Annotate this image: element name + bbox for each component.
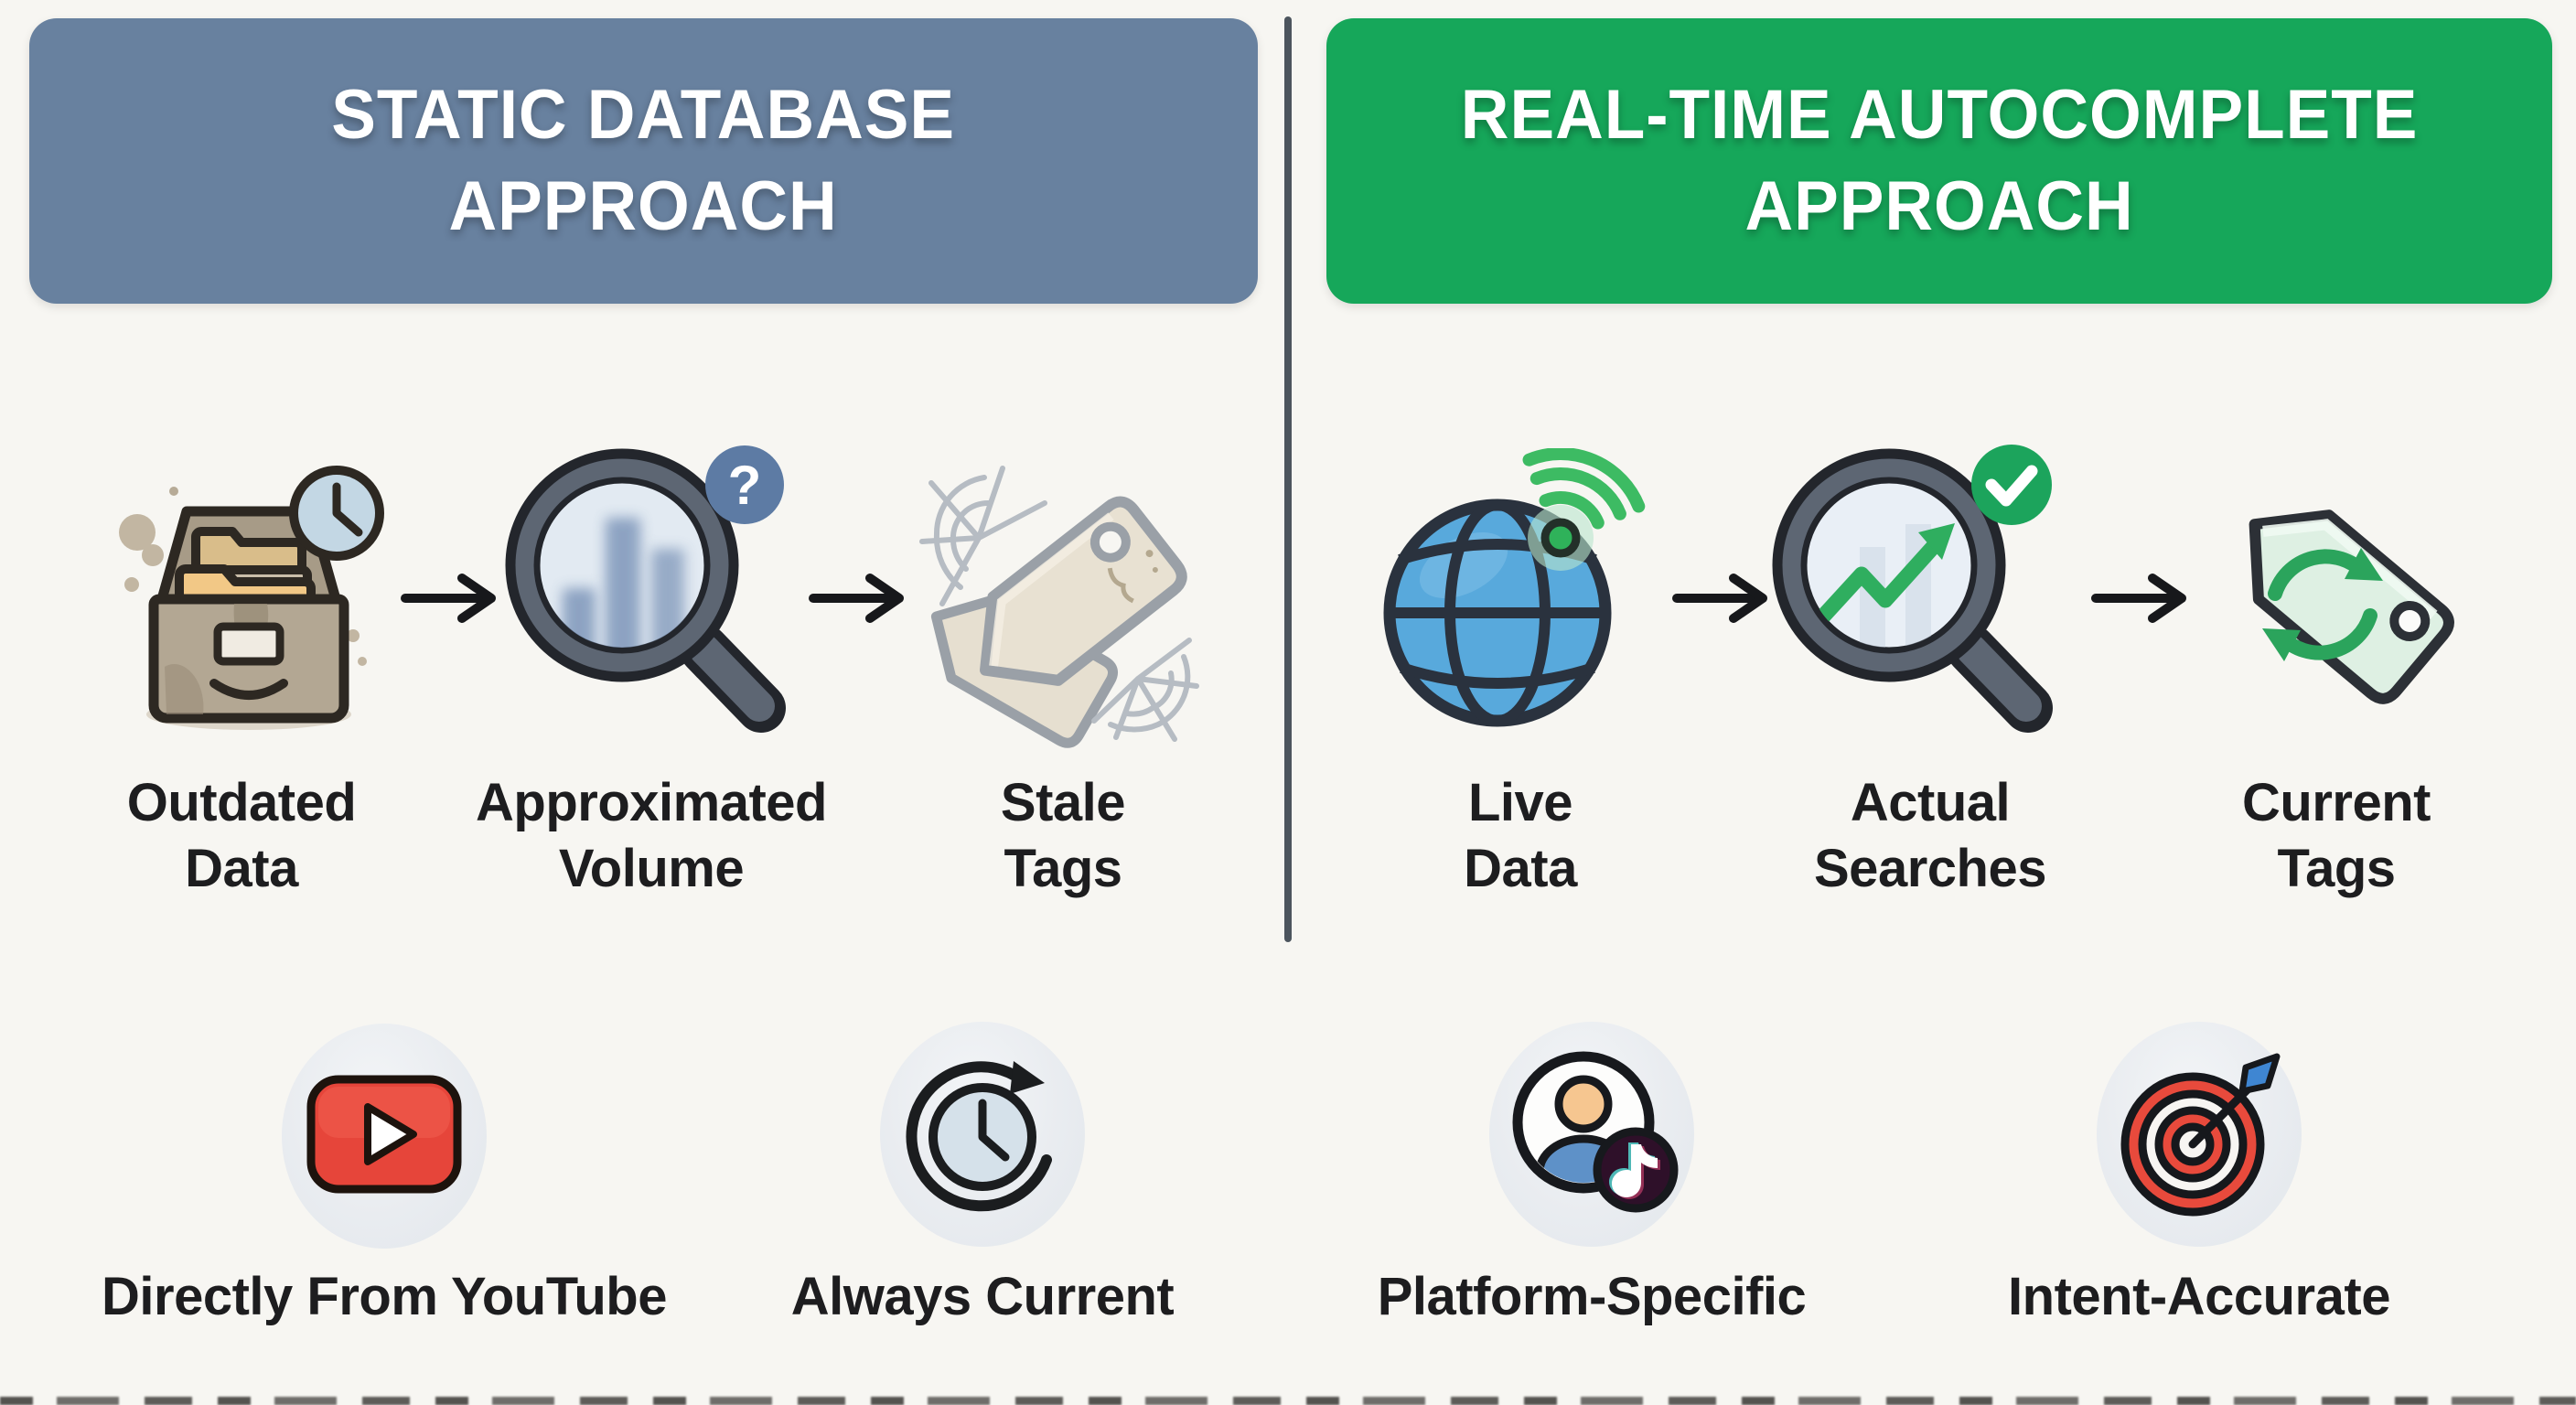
- static-approach-header: STATIC DATABASE APPROACH: [29, 18, 1258, 304]
- step-label-approximated-volume: Approximated Volume: [476, 773, 827, 898]
- globe-live-signal-icon: [1383, 448, 1646, 727]
- youtube-play-icon: [306, 1075, 462, 1194]
- question-mark-glyph: ?: [728, 455, 762, 516]
- magnifier-trend-check-icon: [1772, 445, 2053, 733]
- benefit-label-platform-specific: Platform-Specific: [1377, 1267, 1807, 1326]
- archive-box-clock-icon: [119, 466, 384, 730]
- step-label-actual-searches: Actual Searches: [1814, 773, 2046, 898]
- static-approach-title: STATIC DATABASE APPROACH: [332, 70, 956, 252]
- static-title-line2: APPROACH: [448, 167, 839, 245]
- target-dart-icon: [2120, 1053, 2280, 1216]
- benefit-icon-bg: [1489, 1022, 1694, 1247]
- realtime-title-line1: REAL-TIME AUTOCOMPLETE: [1460, 76, 2419, 154]
- realtime-approach-title: REAL-TIME AUTOCOMPLETE APPROACH: [1461, 70, 2419, 252]
- static-title-line1: STATIC DATABASE: [331, 76, 956, 154]
- stale-tags-cobweb-icon: [919, 466, 1199, 748]
- realtime-title-line2: APPROACH: [1744, 167, 2134, 245]
- realtime-approach-header: REAL-TIME AUTOCOMPLETE APPROACH: [1326, 18, 2552, 304]
- benefit-label-directly-from-youtube: Directly From YouTube: [102, 1267, 667, 1326]
- benefit-icon-bg: [2097, 1022, 2302, 1247]
- cutoff-text-strip: [0, 1397, 2576, 1405]
- flow-arrow-icon: [2091, 574, 2186, 623]
- benefit-icon-bg: [880, 1022, 1085, 1247]
- avatar-tiktok-icon: [1512, 1051, 1678, 1212]
- magnifier-bars-question-icon: ?: [505, 445, 786, 733]
- flow-arrow-icon: [809, 574, 904, 623]
- benefit-label-intent-accurate: Intent-Accurate: [2008, 1267, 2390, 1326]
- step-label-outdated-data: Outdated Data: [126, 773, 357, 898]
- benefit-icon-bg: [282, 1024, 487, 1249]
- step-label-current-tags: Current Tags: [2242, 773, 2431, 898]
- tag-refresh-icon: [2249, 509, 2454, 704]
- clock-refresh-icon: [905, 1060, 1052, 1211]
- flow-arrow-icon: [401, 574, 496, 623]
- step-label-live-data: Live Data: [1464, 773, 1577, 898]
- benefit-label-always-current: Always Current: [790, 1267, 1175, 1326]
- step-label-stale-tags: Stale Tags: [1000, 773, 1126, 898]
- panel-divider: [1284, 16, 1292, 942]
- flow-arrow-icon: [1672, 574, 1767, 623]
